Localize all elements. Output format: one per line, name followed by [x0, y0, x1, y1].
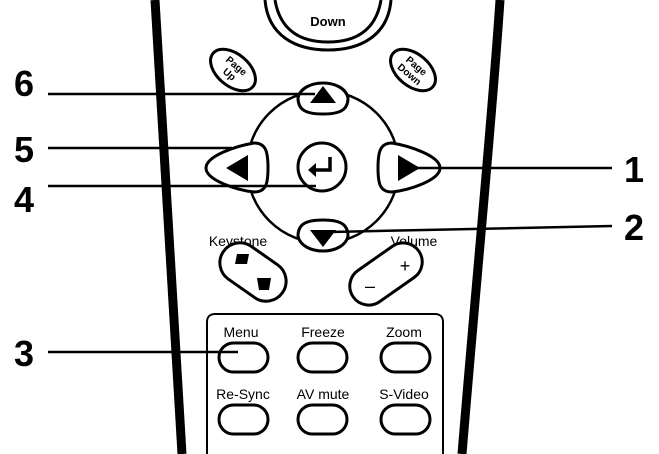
keystone-label: Keystone — [209, 233, 268, 249]
page-down-button[interactable]: Page Down — [383, 41, 443, 99]
menu-button[interactable] — [217, 341, 270, 374]
callout-1: 1 — [624, 149, 644, 190]
remote-right-edge — [457, 0, 505, 454]
svideo-label: S-Video — [379, 386, 429, 402]
enter-button[interactable] — [296, 141, 348, 193]
resync-button[interactable] — [217, 403, 270, 436]
callout-3: 3 — [14, 333, 34, 374]
zoom-button[interactable] — [379, 341, 432, 374]
callout-6: 6 — [14, 63, 34, 104]
down-button-label: Down — [310, 14, 345, 29]
up-arrow-icon — [310, 86, 336, 103]
remote-left-edge — [150, 0, 187, 454]
volume-minus-icon: – — [365, 276, 375, 296]
av-mute-label: AV mute — [297, 386, 350, 402]
page-up-button[interactable]: Page Up — [203, 41, 263, 99]
up-button[interactable] — [296, 81, 350, 116]
callout-line-2 — [329, 224, 613, 234]
svideo-button[interactable] — [379, 403, 432, 436]
resync-label: Re-Sync — [216, 386, 270, 402]
zoom-label: Zoom — [386, 324, 422, 340]
freeze-label: Freeze — [301, 324, 345, 340]
callout-2: 2 — [624, 207, 644, 248]
volume-plus-icon: + — [400, 256, 411, 276]
button-panel — [206, 313, 444, 454]
keystone-bottom-icon — [257, 278, 271, 290]
av-mute-button[interactable] — [296, 403, 349, 436]
menu-label: Menu — [223, 324, 258, 340]
left-button[interactable] — [204, 141, 270, 194]
keystone-top-icon — [235, 254, 249, 264]
left-arrow-icon — [226, 155, 248, 181]
volume-button[interactable] — [342, 235, 429, 312]
freeze-button[interactable] — [296, 341, 349, 374]
keystone-button[interactable] — [209, 231, 297, 313]
down-arrow-icon — [310, 230, 336, 247]
down-button[interactable]: Down — [263, 0, 393, 52]
dpad-down-button[interactable] — [296, 218, 350, 253]
callout-5: 5 — [14, 129, 34, 170]
enter-icon — [308, 157, 332, 177]
callout-4: 4 — [14, 179, 34, 220]
